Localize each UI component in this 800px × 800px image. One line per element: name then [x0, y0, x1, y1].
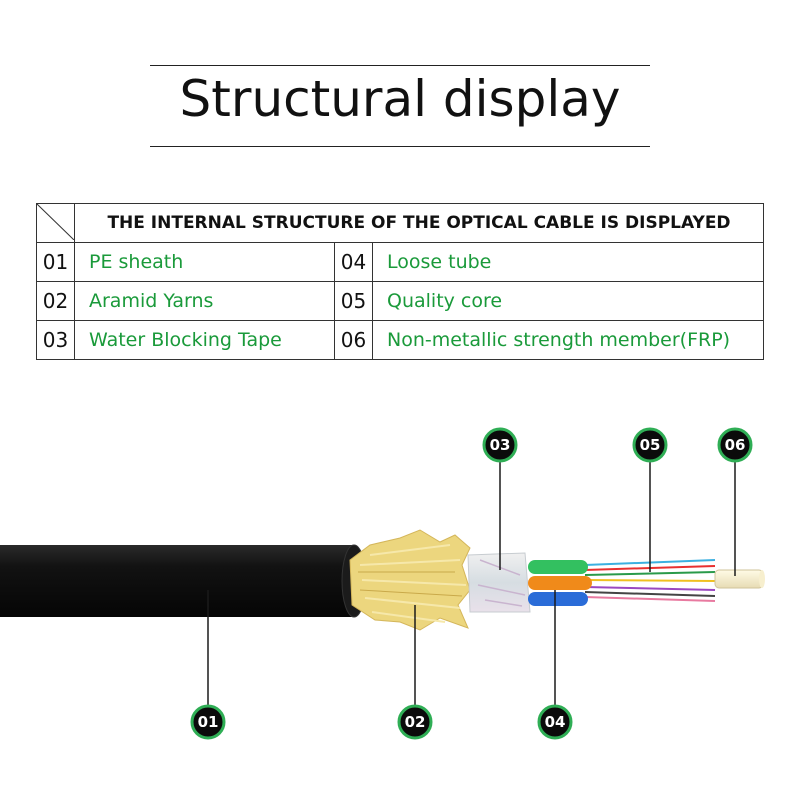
callout-badge-03: 03 [482, 427, 518, 463]
diagonal-line-icon [37, 204, 74, 240]
table-header: THE INTERNAL STRUCTURE OF THE OPTICAL CA… [74, 203, 764, 243]
component-label: Quality core [372, 281, 764, 321]
table-row: 02 Aramid Yarns 05 Quality core [36, 281, 764, 321]
callout-number: 05 [640, 436, 661, 454]
frp-strength-member [714, 569, 765, 589]
page-title: Structural display [179, 70, 621, 128]
table-row: 01 PE sheath 04 Loose tube [36, 242, 764, 282]
callout-badge-01: 01 [190, 704, 226, 740]
row-number: 05 [334, 281, 373, 321]
callout-number: 02 [405, 713, 426, 731]
callout-badge-05: 05 [632, 427, 668, 463]
component-label: Aramid Yarns [74, 281, 335, 321]
aramid-yarns [349, 529, 471, 631]
leader-lines [207, 462, 736, 705]
table-row: 03 Water Blocking Tape 06 Non-metallic s… [36, 320, 764, 360]
row-number: 02 [36, 281, 75, 321]
callout-badge-06: 06 [717, 427, 753, 463]
table-header-row: THE INTERNAL STRUCTURE OF THE OPTICAL CA… [36, 203, 764, 243]
title-frame: Structural display [150, 65, 650, 147]
row-number: 06 [334, 320, 373, 360]
callout-badge-04: 04 [537, 704, 573, 740]
component-label: Water Blocking Tape [74, 320, 335, 360]
callout-number: 03 [490, 436, 511, 454]
pe-sheath [0, 544, 367, 618]
loose-tubes [528, 560, 592, 606]
row-number: 01 [36, 242, 75, 282]
callout-number: 01 [198, 713, 219, 731]
header-corner-cell [36, 203, 75, 243]
row-number: 03 [36, 320, 75, 360]
component-label: Loose tube [372, 242, 764, 282]
callout-badge-02: 02 [397, 704, 433, 740]
callout-number: 06 [725, 436, 746, 454]
fiber-bundle [584, 559, 716, 602]
callout-number: 04 [545, 713, 566, 731]
structure-table: THE INTERNAL STRUCTURE OF THE OPTICAL CA… [36, 203, 764, 360]
component-label: Non-metallic strength member(FRP) [372, 320, 764, 360]
water-blocking-tape [467, 552, 531, 613]
